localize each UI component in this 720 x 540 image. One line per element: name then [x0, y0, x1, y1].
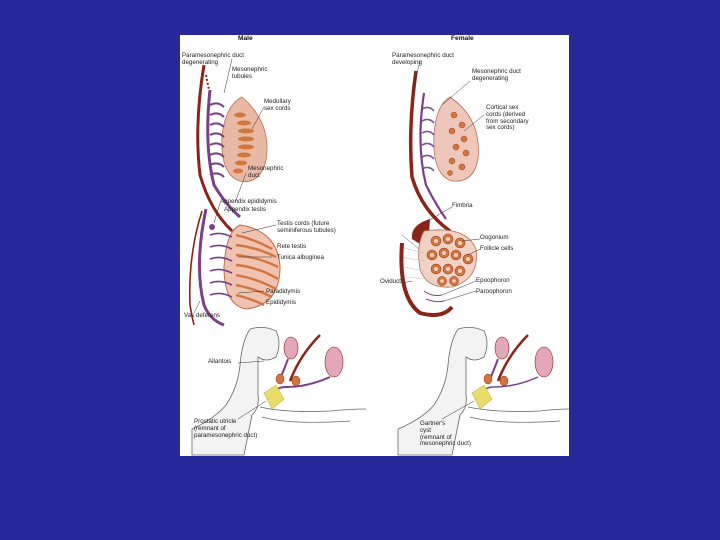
- label-appendix-epididymis: Appendix epididymis: [220, 199, 277, 206]
- label-oogonium: Oogonium: [480, 235, 509, 242]
- label-vas-deferens: Vas deferens: [184, 313, 220, 320]
- label-follicle-cells: Follicle cells: [480, 246, 513, 253]
- label-prostatic-utricle: Prostatic utricle (remnant of paramesone…: [194, 419, 257, 439]
- female-indifferent-gonad: [411, 61, 484, 231]
- label-fimbria: Fimbria: [452, 203, 473, 210]
- label-mesonephric-duct: Mesonephric duct: [248, 166, 283, 180]
- label-medullary-sex-cords: Medullary sex cords: [264, 99, 291, 113]
- label-oviduct: Oviduct: [380, 279, 401, 286]
- label-epididymis: Epididymis: [266, 300, 296, 307]
- label-paroophoron: Paroophoron: [476, 289, 512, 296]
- label-paramesonephric-duct-degenerating: Paramesonephric duct degenerating: [182, 53, 244, 67]
- label-allantois: Allantois: [208, 359, 231, 366]
- label-testis-cords: Testis cords (future seminiferous tubule…: [277, 221, 336, 235]
- label-tunica-albuginea: Tunica albuginea: [277, 255, 324, 262]
- male-header: Male: [238, 36, 253, 43]
- label-mesonephric-duct-degenerating: Mesonephric duct degenerating: [472, 69, 521, 83]
- label-paradidymis: Paradidymis: [266, 289, 300, 296]
- label-appendix-testis: Appendix testis: [224, 207, 266, 214]
- label-gartners-cyst: Gartner's cyst (remnant of mesonephric d…: [420, 421, 471, 448]
- embryology-figure: Male Female Paramesonephric duct degener…: [180, 35, 569, 456]
- label-mesonephric-tubules: Mesonephric tubules: [232, 67, 267, 81]
- label-cortical-sex-cords: Cortical sex cords (derived from seconda…: [486, 105, 529, 132]
- label-rete-testis: Rete testis: [277, 244, 306, 251]
- label-paramesonephric-duct-developing: Paramesonephric duct developing: [392, 53, 454, 67]
- label-epoophoron: Epoophoron: [476, 278, 510, 285]
- female-header: Female: [451, 36, 474, 43]
